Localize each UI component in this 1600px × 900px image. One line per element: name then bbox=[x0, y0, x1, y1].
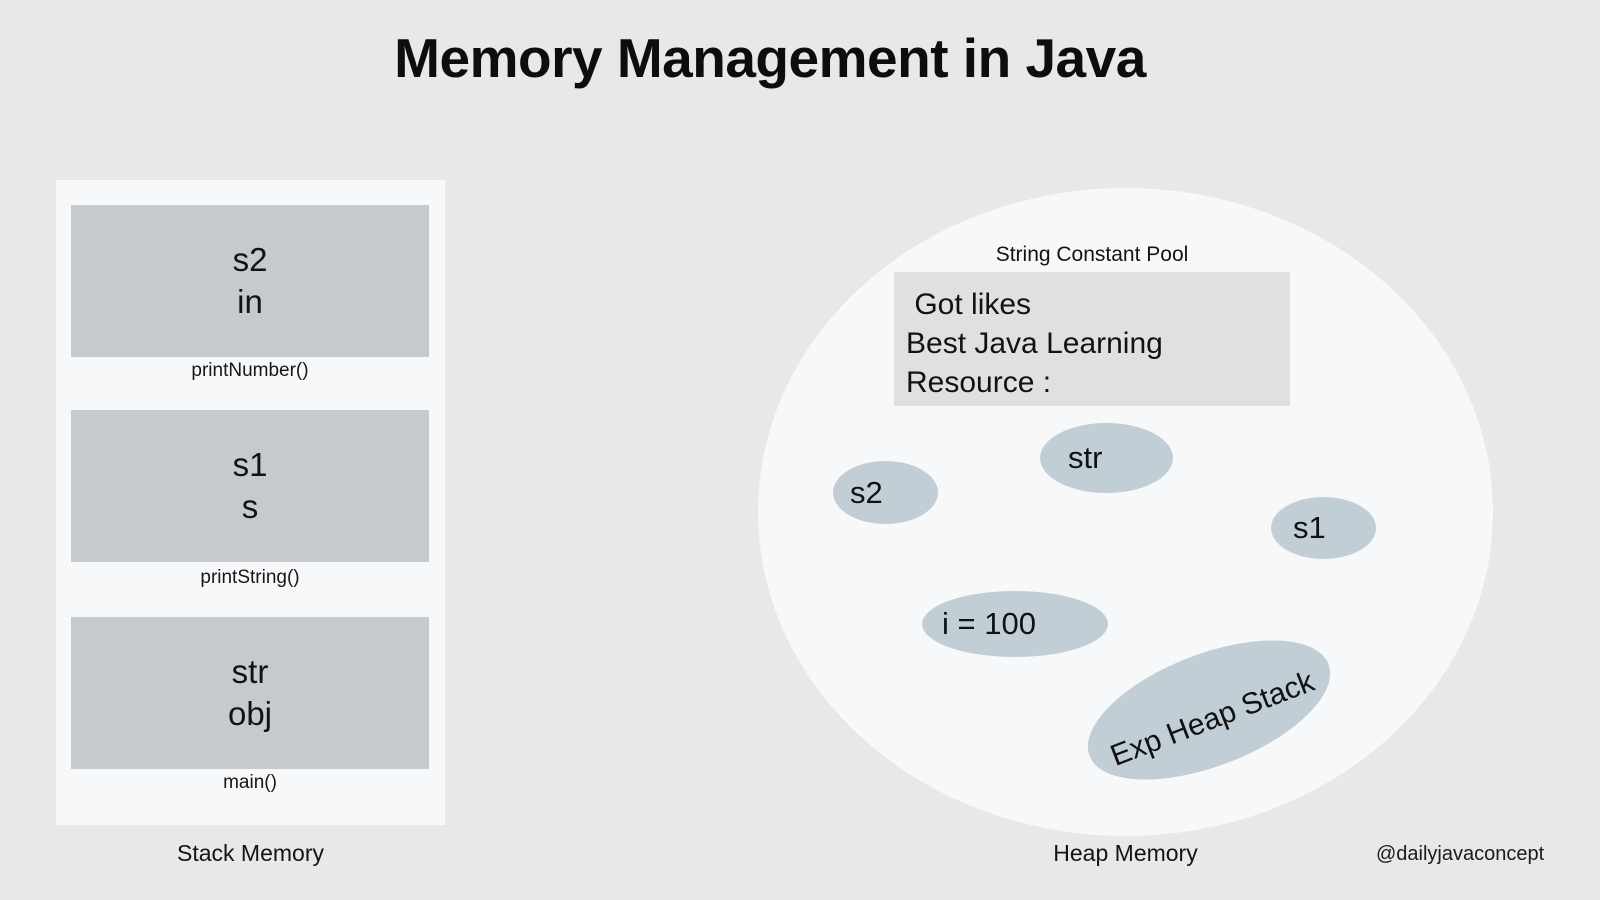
stack-variable: in bbox=[237, 283, 263, 320]
page-title: Memory Management in Java bbox=[394, 27, 1146, 89]
string-constant-pool-entry: Best Java Learning bbox=[906, 327, 1163, 360]
stack-frame-printnumber: s2 in bbox=[71, 205, 429, 357]
heap-object-i-100: i = 100 bbox=[922, 591, 1108, 657]
stack-frame-variables: s1 s bbox=[71, 444, 429, 528]
string-constant-pool-entry: Got likes bbox=[906, 288, 1032, 321]
stack-frame-label-main: main() bbox=[223, 772, 277, 793]
stack-frame-main: str obj bbox=[71, 617, 429, 769]
stack-variable: str bbox=[231, 652, 269, 690]
stack-variable: s bbox=[241, 488, 259, 525]
string-constant-pool-label: String Constant Pool bbox=[995, 243, 1189, 266]
heap-object-label: s1 bbox=[1293, 510, 1326, 545]
heap-object-s1: s1 bbox=[1271, 497, 1376, 559]
stack-memory-caption: Stack Memory bbox=[177, 840, 324, 866]
stack-variable: s2 bbox=[232, 240, 268, 278]
heap-object-label: str bbox=[1068, 440, 1103, 475]
heap-object-str: str bbox=[1040, 423, 1173, 493]
heap-object-label: i = 100 bbox=[942, 606, 1036, 641]
string-constant-pool-entry: Resource : bbox=[906, 366, 1052, 399]
stack-memory-panel: s2 in printNumber() s1 s printString() s… bbox=[56, 180, 445, 825]
stack-frame-variables: s2 in bbox=[71, 239, 429, 323]
heap-memory-caption: Heap Memory bbox=[1053, 840, 1198, 866]
stack-frame-label-printstring: printString() bbox=[200, 567, 300, 588]
watermark-handle: @dailyjavaconcept bbox=[1376, 843, 1545, 865]
string-constant-pool-box: Got likes Best Java Learning Resource : bbox=[894, 272, 1290, 406]
stack-variable: obj bbox=[227, 695, 273, 732]
stack-variable: s1 bbox=[232, 445, 268, 483]
stack-frame-label-printnumber: printNumber() bbox=[191, 360, 309, 381]
heap-object-s2: s2 bbox=[833, 461, 938, 524]
stack-frame-variables: str obj bbox=[71, 651, 429, 735]
stack-frame-printstring: s1 s bbox=[71, 410, 429, 562]
heap-object-label: s2 bbox=[850, 474, 883, 510]
